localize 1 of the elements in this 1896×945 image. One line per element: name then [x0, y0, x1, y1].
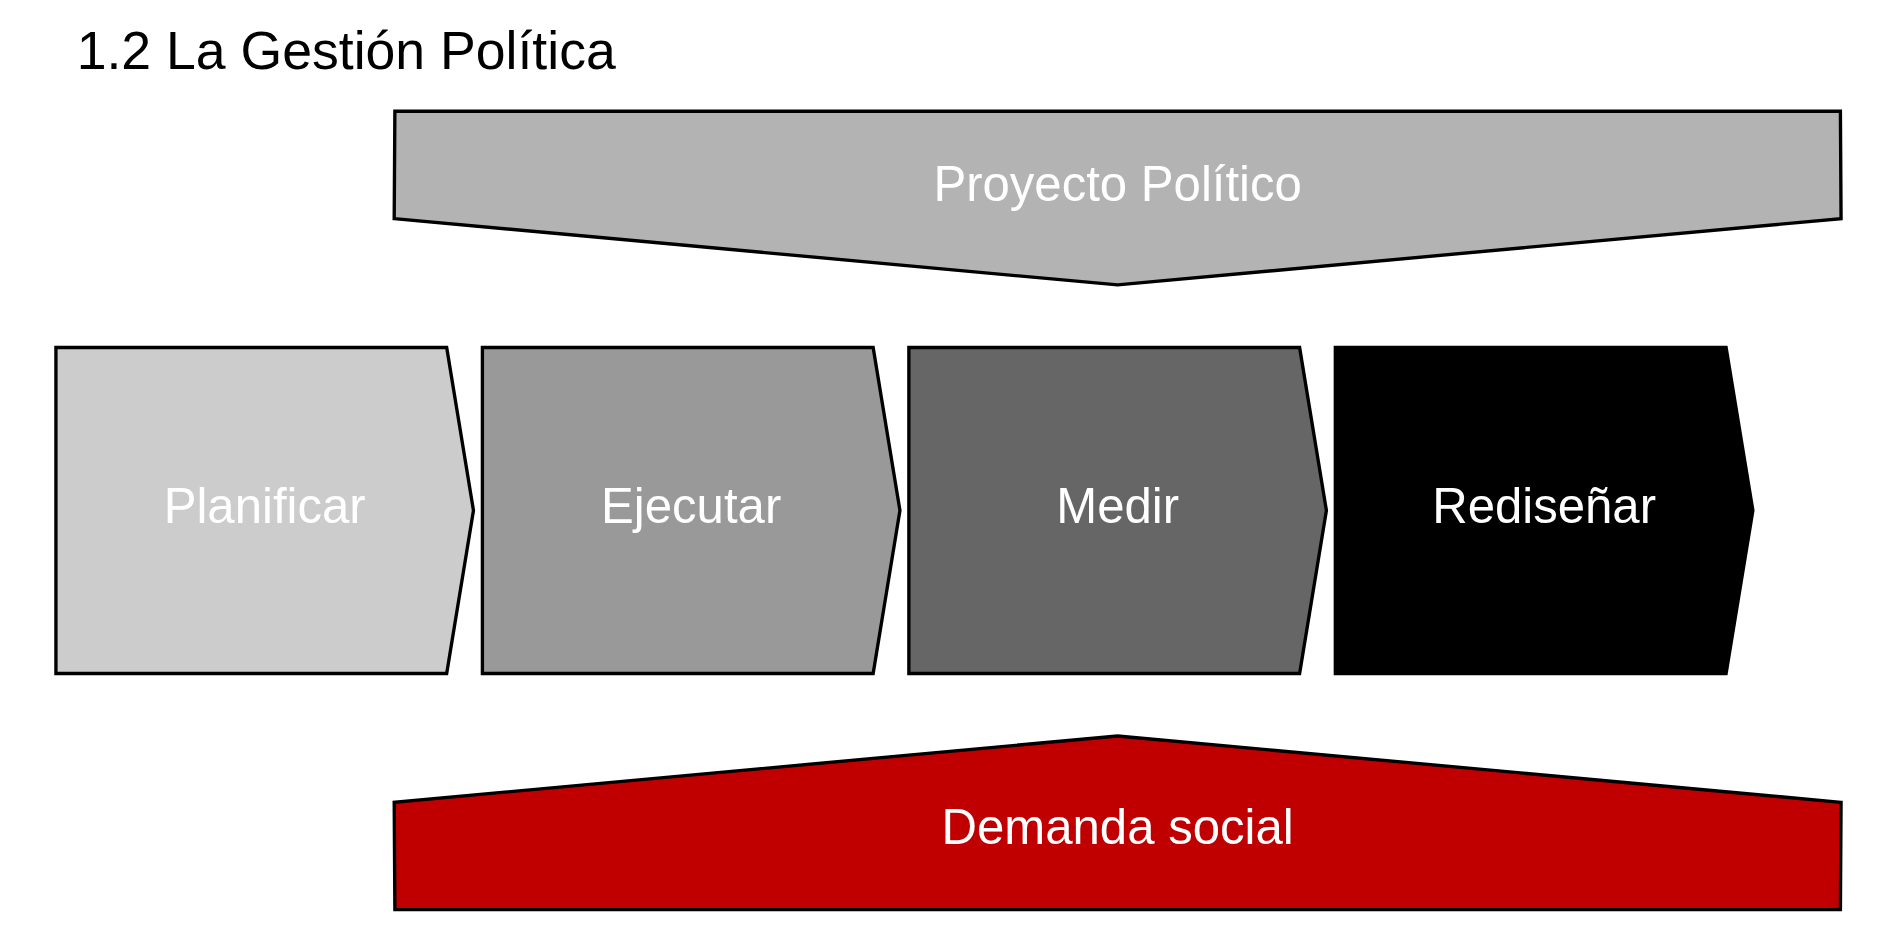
diagram-title: 1.2 La Gestión Política: [76, 19, 616, 80]
